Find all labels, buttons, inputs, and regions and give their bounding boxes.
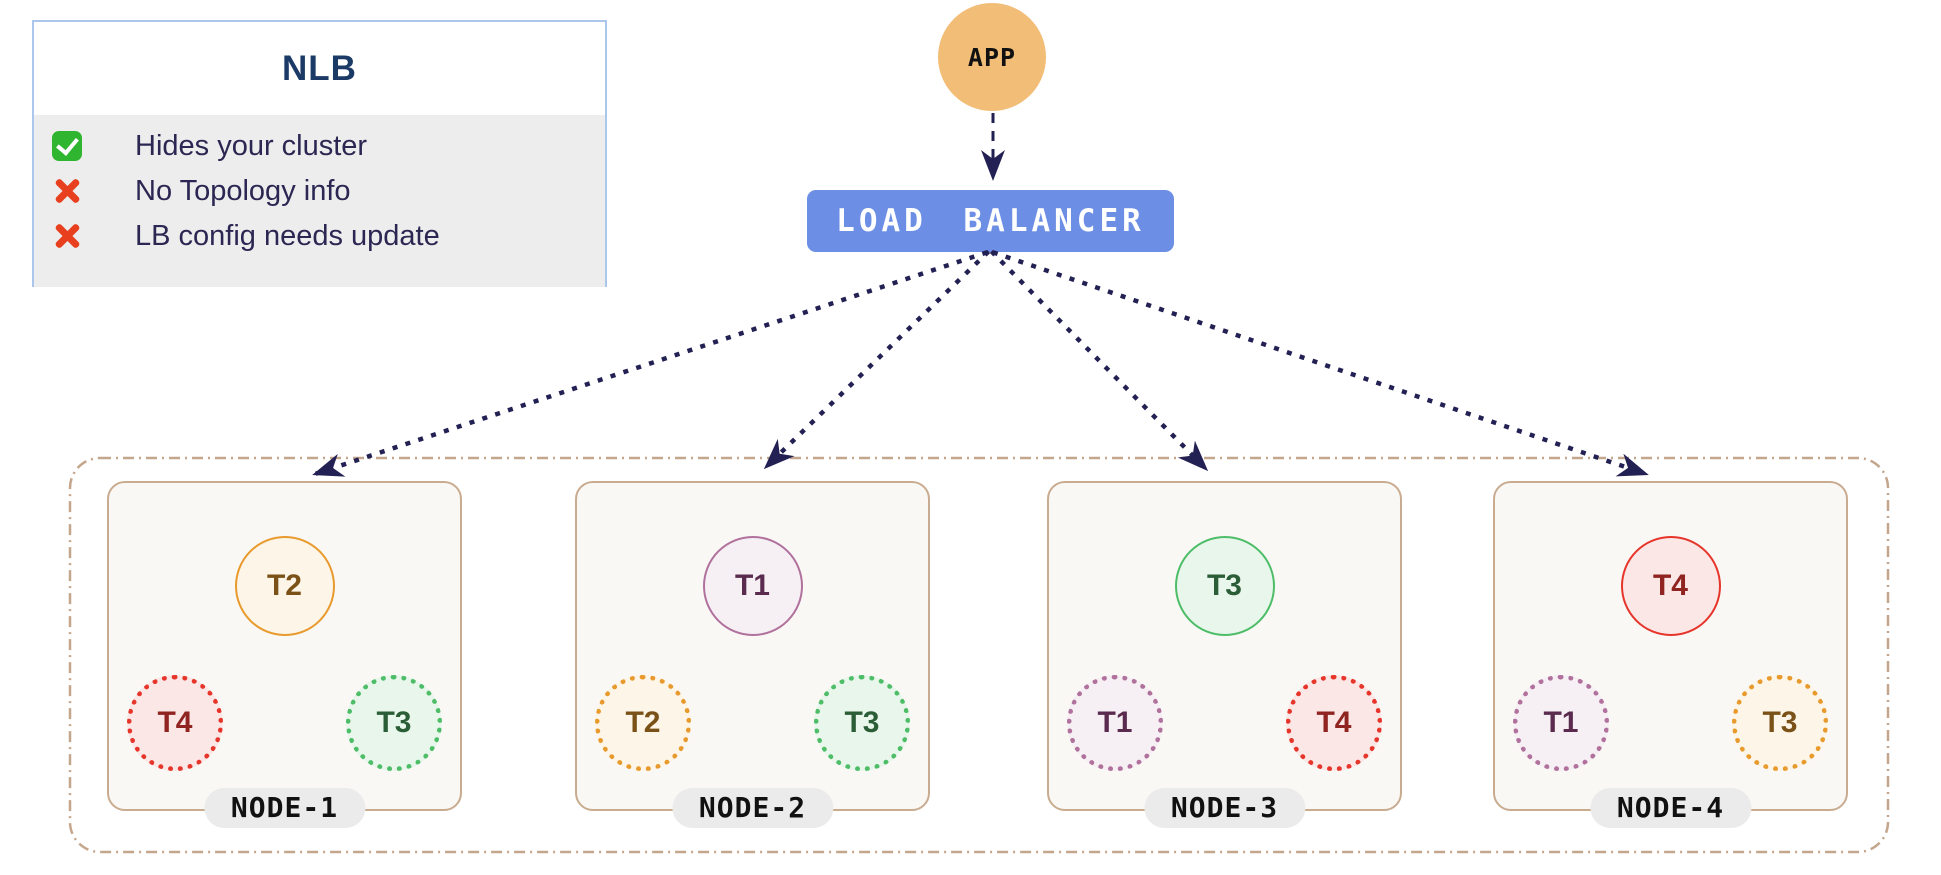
lb-to-node4-arrow <box>992 250 1649 477</box>
legend-item-text: Hides your cluster <box>135 129 368 162</box>
node-box: T3 T1 T4 NODE-3 <box>1047 481 1402 828</box>
pod-circle-replica-left: T1 <box>1513 675 1609 771</box>
pod-circle-primary: T1 <box>702 536 803 636</box>
legend-item-list: Hides your cluster No Topology info LB c… <box>34 115 605 287</box>
node-label: NODE-1 <box>203 788 366 828</box>
pod-circle-primary: T3 <box>1174 536 1275 636</box>
pod-circle-replica-right: T3 <box>814 675 910 771</box>
load-balancer-label: LOAD BALANCER <box>836 203 1145 239</box>
pod-label: T3 <box>1206 569 1242 602</box>
pod-circle-primary: T2 <box>234 536 335 636</box>
cross-icon <box>52 221 82 251</box>
app-label: APP <box>967 42 1017 72</box>
node-box: T2 T4 T3 NODE-1 <box>107 481 462 828</box>
lb-to-node2-arrow <box>762 249 991 471</box>
legend-box: NLB Hides your cluster No Topology info … <box>32 20 607 287</box>
pod-label: T1 <box>1543 706 1579 739</box>
legend-item-text: LB config needs update <box>135 219 440 252</box>
pod-circle-replica-left: T1 <box>1067 675 1163 771</box>
pod-label: T4 <box>1652 569 1688 602</box>
pod-label: T3 <box>844 706 880 739</box>
legend-item-text: No Topology info <box>135 174 351 207</box>
pod-circle-primary: T4 <box>1620 536 1721 636</box>
legend-item: Hides your cluster <box>52 128 605 164</box>
legend-item: No Topology info <box>52 173 605 209</box>
node-box: T1 T2 T3 NODE-2 <box>575 481 930 828</box>
node-label: NODE-4 <box>1589 788 1752 828</box>
pod-label: T2 <box>625 706 661 739</box>
cross-icon <box>52 176 82 206</box>
app-node: APP <box>938 3 1046 111</box>
pod-circle-replica-right: T4 <box>1286 675 1382 771</box>
pod-label: T3 <box>376 706 412 739</box>
pod-circle-replica-left: T4 <box>127 675 223 771</box>
pod-label: T4 <box>157 706 193 739</box>
pod-circle-replica-left: T2 <box>595 675 691 771</box>
node-label: NODE-2 <box>671 788 834 828</box>
legend-title: NLB <box>282 48 357 88</box>
load-balancer-node: LOAD BALANCER <box>807 190 1174 252</box>
check-icon <box>52 131 82 161</box>
node-label: NODE-3 <box>1143 788 1306 828</box>
pod-circle-replica-right: T3 <box>346 675 442 771</box>
pod-label: T2 <box>266 569 302 602</box>
lb-to-node3-arrow <box>989 249 1210 473</box>
node-box: T4 T1 T3 NODE-4 <box>1493 481 1848 828</box>
pod-label: T1 <box>1097 706 1133 739</box>
legend-header: NLB <box>34 22 605 115</box>
pod-label: T3 <box>1762 706 1798 739</box>
pod-label: T1 <box>734 569 770 602</box>
pod-label: T4 <box>1316 706 1352 739</box>
legend-item: LB config needs update <box>52 218 605 254</box>
pod-circle-replica-right: T3 <box>1732 675 1828 771</box>
